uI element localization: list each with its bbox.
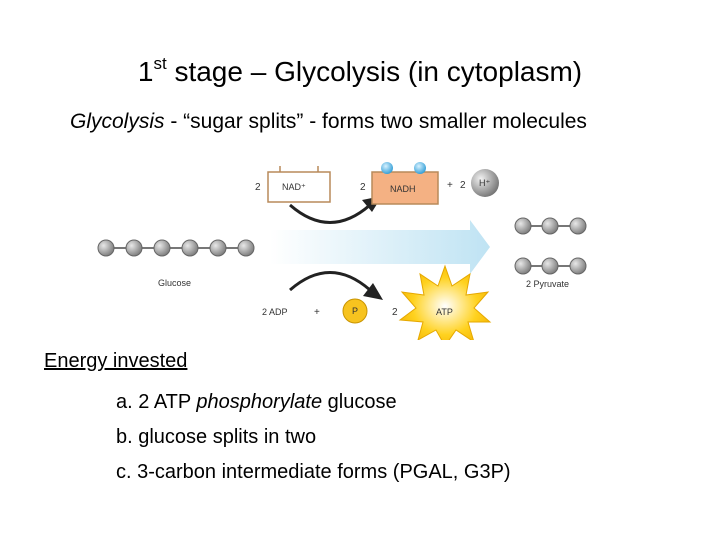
glycolysis-diagram-canvas: Glucose 2 Pyruvate 2 NAD⁺ 2 NADH + 2 H⁺ … xyxy=(97,162,587,340)
atp-curved-arrow xyxy=(289,271,371,292)
phosphate-label: P xyxy=(352,306,358,316)
adp-label: 2 ADP xyxy=(262,307,288,317)
title-prefix: 1 xyxy=(137,56,154,87)
atp-burst-icon xyxy=(398,264,492,340)
subtitle-description: - “sugar splits” - forms two smaller mol… xyxy=(164,110,587,133)
slide-subtitle: Glycolysis - “sugar splits” - forms two … xyxy=(70,110,587,134)
glucose-molecule xyxy=(97,239,255,257)
nad-box xyxy=(267,171,331,203)
subtitle-term: Glycolysis xyxy=(70,110,165,133)
atp-coefficient: 2 xyxy=(392,307,398,318)
reaction-arrow xyxy=(270,220,490,274)
slide-title: 1st stage – Glycolysis (in cytoplasm) xyxy=(0,54,720,88)
electron-icon xyxy=(414,162,426,174)
pyruvate-molecule-top xyxy=(514,217,587,235)
nad-curved-arrow xyxy=(289,203,371,224)
energy-invested-heading: Energy invested xyxy=(44,350,188,372)
plus-sign: + xyxy=(447,180,453,191)
energy-invested-list: a. 2 ATP phosphorylate glucose b. glucos… xyxy=(116,385,511,490)
hydrogen-ion-icon xyxy=(471,169,499,197)
nadh-coefficient: 2 xyxy=(360,182,366,193)
phosphate-icon xyxy=(342,298,368,324)
hydrogen-ion-label: H⁺ xyxy=(479,178,490,188)
electron-icon xyxy=(381,162,393,174)
glucose-label: Glucose xyxy=(158,278,191,288)
title-superscript: st xyxy=(153,54,167,73)
list-item-c: c. 3-carbon intermediate forms (PGAL, G3… xyxy=(116,461,511,483)
nad-coefficient: 2 xyxy=(255,182,261,193)
atp-label: ATP xyxy=(436,307,453,317)
list-item-b: b. glucose splits in two xyxy=(116,426,317,448)
nadh-label: NADH xyxy=(390,184,416,194)
nad-label: NAD⁺ xyxy=(282,182,306,192)
pyruvate-label: 2 Pyruvate xyxy=(526,279,569,289)
title-rest: stage – Glycolysis (in cytoplasm) xyxy=(166,56,583,87)
pyruvate-molecule-bottom xyxy=(514,257,587,275)
nadh-box xyxy=(371,171,439,205)
glycolysis-diagram: Glucose 2 Pyruvate 2 NAD⁺ 2 NADH + 2 H⁺ … xyxy=(90,150,610,340)
list-item-a: a. 2 ATP phosphorylate glucose xyxy=(116,391,397,413)
plus-sign-2: + xyxy=(314,307,320,318)
h-coefficient: 2 xyxy=(460,180,466,191)
